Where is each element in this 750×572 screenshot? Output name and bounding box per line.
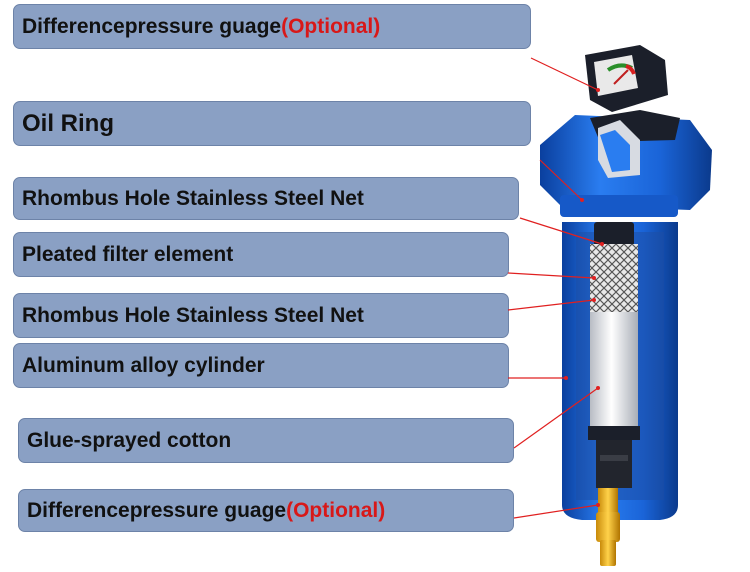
- label-top-gauge-optional: (Optional): [281, 14, 381, 38]
- label-top-gauge: Differencepressure guage(Optional): [13, 4, 531, 49]
- label-bottom-gauge: Differencepressure guage(Optional): [18, 489, 514, 532]
- label-rhombus-net-2-text: Rhombus Hole Stainless Steel Net: [22, 303, 364, 327]
- label-top-gauge-text: Differencepressure guage: [22, 14, 282, 38]
- filter-element: [588, 222, 640, 488]
- label-glue-cotton: Glue-sprayed cotton: [18, 418, 514, 463]
- gauge-icon: [585, 45, 668, 112]
- label-pleated-element-text: Pleated filter element: [22, 242, 234, 266]
- label-rhombus-net-2: Rhombus Hole Stainless Steel Net: [13, 293, 509, 338]
- label-aluminum-cylinder-text: Aluminum alloy cylinder: [22, 353, 265, 377]
- label-oil-ring-text: Oil Ring: [22, 109, 114, 137]
- label-rhombus-net-1-text: Rhombus Hole Stainless Steel Net: [22, 186, 364, 210]
- leader-lines: [507, 57, 603, 519]
- label-glue-cotton-text: Glue-sprayed cotton: [27, 428, 232, 452]
- label-aluminum-cylinder: Aluminum alloy cylinder: [13, 343, 509, 388]
- leader-dots: [564, 88, 604, 507]
- housing-head: [540, 110, 712, 217]
- drain-fitting: [596, 488, 620, 566]
- label-pleated-element: Pleated filter element: [13, 232, 509, 277]
- label-bottom-gauge-text: Differencepressure guage: [27, 498, 287, 522]
- label-oil-ring: Oil Ring: [13, 101, 531, 146]
- label-bottom-gauge-optional: (Optional): [286, 498, 386, 522]
- label-rhombus-net-1: Rhombus Hole Stainless Steel Net: [13, 177, 519, 220]
